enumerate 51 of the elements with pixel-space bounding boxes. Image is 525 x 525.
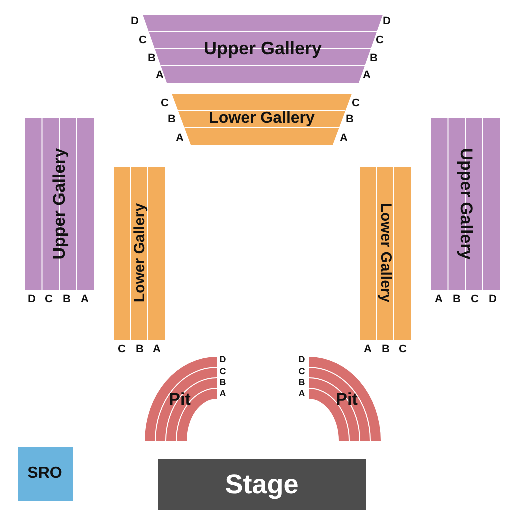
- row-letter: B: [370, 54, 378, 64]
- seating-section: [114, 167, 165, 340]
- row-letter: A: [298, 390, 306, 398]
- seating-section: [431, 118, 500, 290]
- row-letter: B: [346, 114, 354, 126]
- row-letter: D: [28, 294, 36, 306]
- row-letter: B: [298, 378, 306, 388]
- seating-section: [309, 356, 381, 441]
- stage: [158, 459, 366, 510]
- section-name: Upper Gallery: [456, 148, 476, 260]
- row-letter: D: [131, 16, 139, 28]
- row-letter: B: [453, 294, 461, 306]
- row-letter: C: [471, 294, 479, 306]
- section-name: Lower Gallery: [378, 203, 394, 303]
- row-letter: C: [399, 344, 407, 356]
- row-letter: C: [376, 36, 384, 46]
- row-letter: C: [118, 344, 126, 356]
- row-letter: A: [220, 390, 226, 398]
- row-letter: D: [220, 356, 226, 364]
- row-letter: A: [363, 70, 371, 82]
- row-letter: B: [168, 114, 176, 126]
- row-letter: C: [45, 294, 53, 306]
- row-letter: C: [298, 368, 306, 376]
- section-name: SRO: [28, 465, 62, 483]
- seating-section: [145, 356, 217, 441]
- row-letter: B: [136, 344, 144, 356]
- row-letter: B: [220, 378, 226, 388]
- section-name: Upper Gallery: [50, 148, 70, 260]
- stage-label: Stage: [225, 470, 299, 500]
- row-letter: A: [81, 294, 89, 306]
- row-letter: C: [161, 98, 169, 110]
- row-letter: A: [156, 70, 164, 82]
- row-letter: B: [382, 344, 390, 356]
- standing-area: [18, 447, 73, 501]
- section-name: Lower Gallery: [209, 110, 315, 128]
- row-letter: D: [383, 16, 391, 28]
- seating-section: [360, 167, 411, 340]
- section-name: Lower Gallery: [132, 203, 148, 303]
- seating-section: [25, 118, 94, 290]
- row-letter: A: [435, 294, 443, 306]
- row-letter: B: [148, 54, 156, 64]
- row-letter: D: [489, 294, 497, 306]
- row-letter: C: [352, 98, 360, 110]
- row-letter: B: [63, 294, 71, 306]
- row-letter: D: [298, 356, 306, 364]
- row-letter: A: [340, 134, 348, 144]
- row-letter: A: [176, 134, 184, 144]
- row-letter: C: [220, 368, 226, 376]
- row-letter: A: [153, 344, 161, 356]
- row-letter: C: [139, 36, 147, 46]
- row-letter: A: [364, 344, 372, 356]
